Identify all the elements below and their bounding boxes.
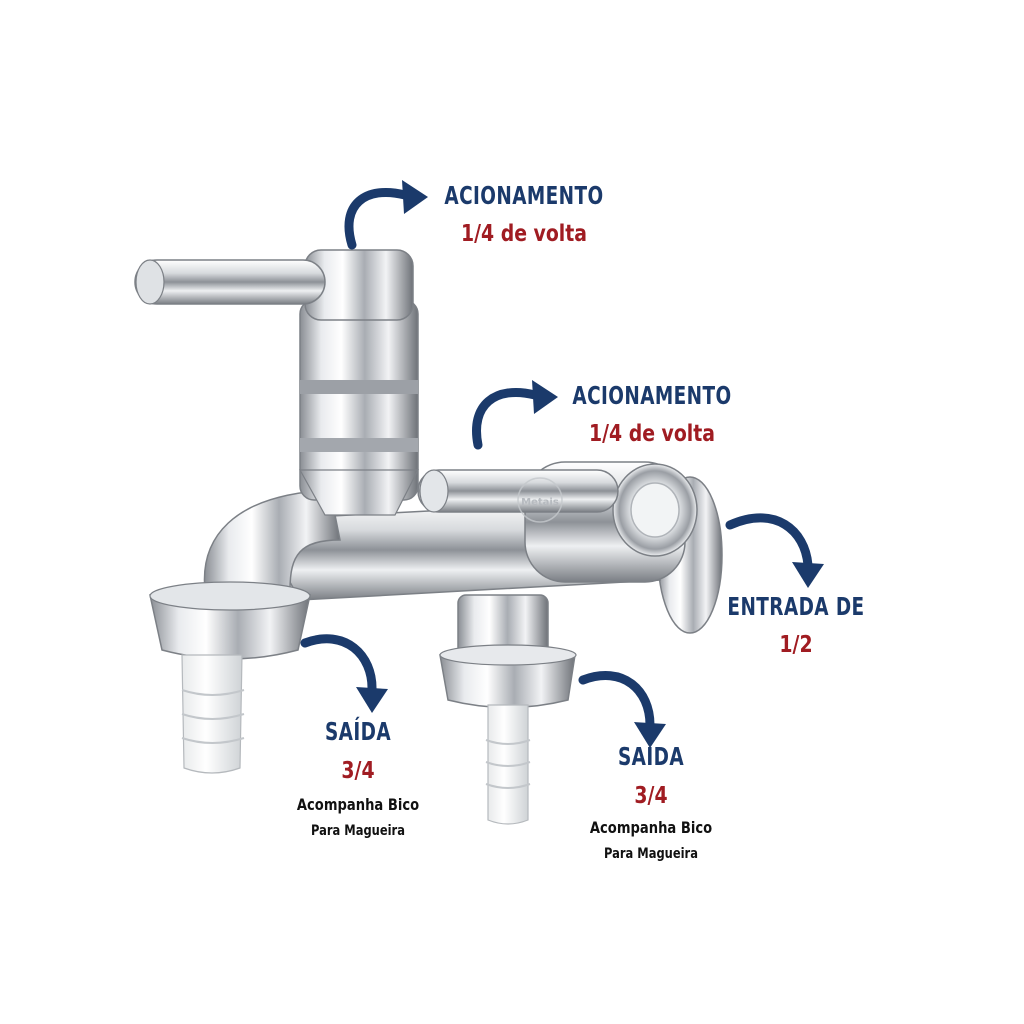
inlet-title: ENTRADA DE: [727, 592, 865, 621]
top-lever-title: ACIONAMENTO: [444, 181, 604, 210]
callout-arrows: [300, 187, 813, 730]
outlet-right-subtitle: 3/4: [634, 783, 668, 809]
arrowhead-outlet-left: [356, 687, 388, 713]
brand-watermark: [517, 477, 563, 523]
top-lever-subtitle: 1/4 de volta: [460, 221, 588, 247]
arrowhead-side-lever: [532, 380, 558, 414]
arrowhead-outlet-right: [634, 722, 666, 748]
left-hose-nozzle: [181, 654, 243, 774]
arrow-inlet: [725, 513, 813, 570]
center-hose-nozzle: [487, 704, 529, 825]
outlet-left-subtitle: 3/4: [341, 758, 375, 784]
arrow-side-lever: [472, 387, 540, 450]
outlet-left-note-line2: Para Magueira: [311, 823, 405, 839]
arrowhead-inlet: [792, 562, 824, 588]
arrow-top-lever: [344, 187, 410, 250]
outlet-right-note-line2: Para Magueira: [604, 846, 698, 862]
inlet-subtitle: 1/2: [779, 632, 813, 658]
outlet-left-title: SAÍDA: [324, 717, 392, 746]
top-lever: [134, 259, 326, 305]
outlet-right-note-line1: Acompanha Bico: [589, 818, 713, 837]
arrow-outlet-left: [300, 634, 377, 695]
faucet-body: Metais: [134, 249, 723, 825]
side-lever-title: ACIONAMENTO: [572, 381, 732, 410]
arrow-heads: [356, 180, 824, 748]
outlet-left-note-line1: Acompanha Bico: [296, 795, 420, 814]
side-lever: [417, 469, 619, 513]
outlet-right-title: SAÍDA: [617, 742, 685, 771]
side-lever-subtitle: 1/4 de volta: [588, 421, 716, 447]
arrowhead-top-lever: [402, 180, 428, 214]
arrow-outlet-right: [578, 671, 655, 730]
svg-text:Metais: Metais: [521, 497, 559, 508]
